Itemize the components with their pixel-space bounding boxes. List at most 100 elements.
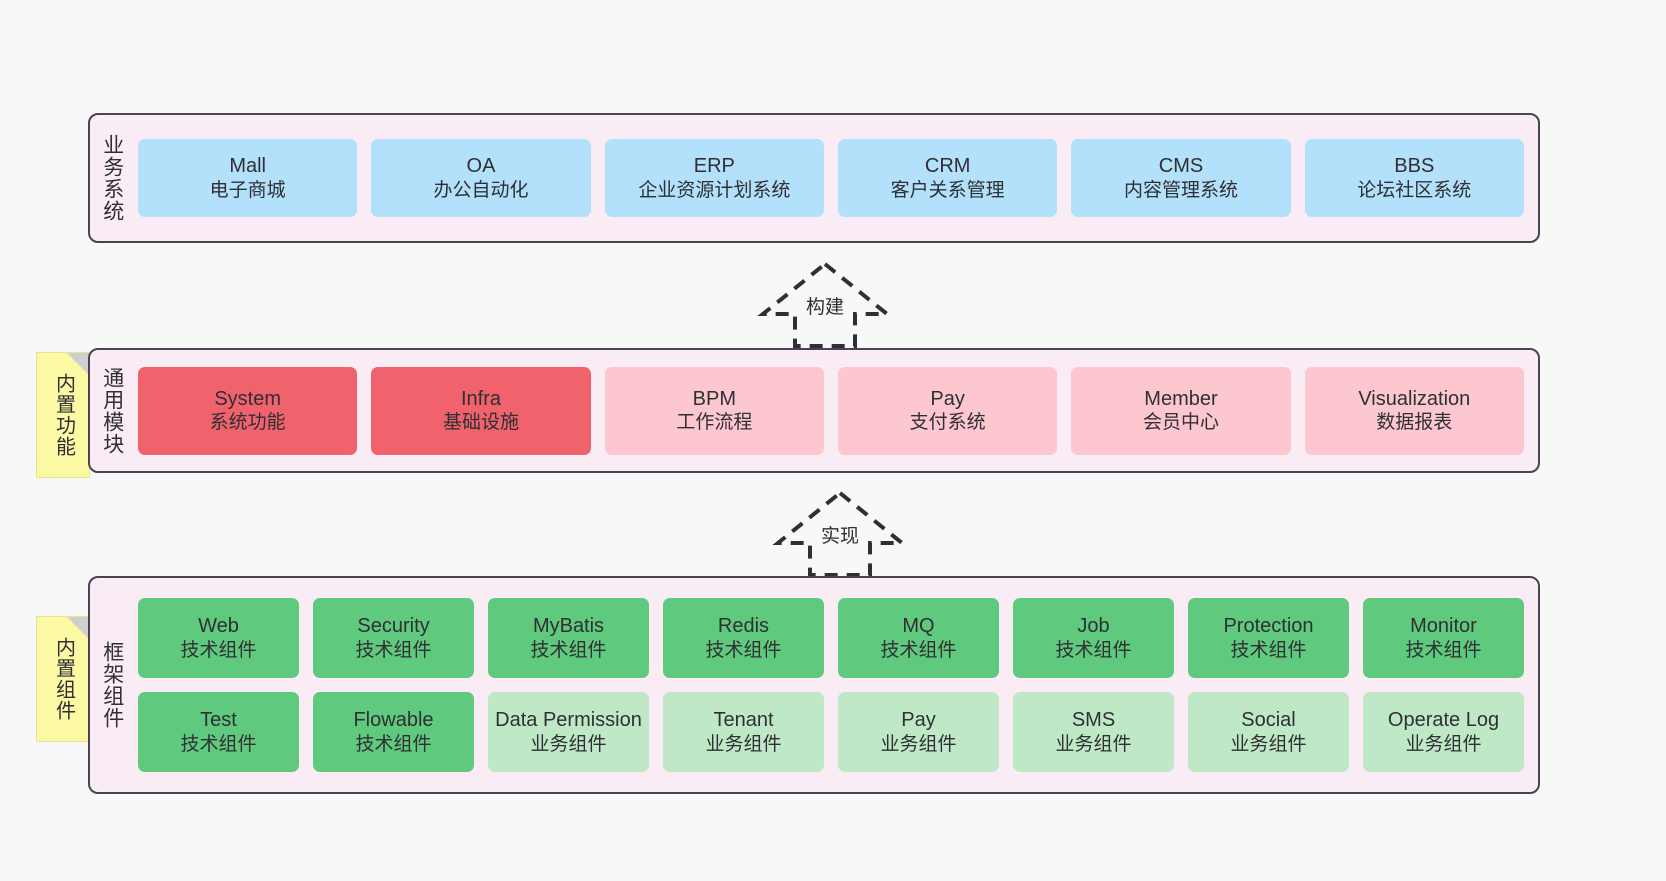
card-test-subtitle: 技术组件 bbox=[180, 733, 257, 755]
note-fold-icon bbox=[67, 353, 89, 375]
card-mybatis[interactable]: MyBatis 技术组件 bbox=[488, 598, 649, 678]
card-erp[interactable]: ERP 企业资源计划系统 bbox=[604, 139, 824, 217]
card-web[interactable]: Web 技术组件 bbox=[138, 598, 299, 678]
card-sms-title: SMS bbox=[1071, 709, 1116, 732]
card-mq-title: MQ bbox=[902, 615, 935, 638]
card-bpm-title: BPM bbox=[692, 387, 736, 410]
card-member[interactable]: Member 会员中心 bbox=[1071, 366, 1291, 455]
card-pay-component[interactable]: Pay 业务组件 bbox=[838, 692, 999, 772]
note-builtin-function-label: 内置功能 bbox=[52, 373, 75, 457]
card-operate-log[interactable]: Operate Log 业务组件 bbox=[1363, 692, 1524, 772]
card-crm[interactable]: CRM 客户关系管理 bbox=[837, 139, 1058, 217]
card-oa[interactable]: OA 办公自动化 bbox=[371, 139, 591, 217]
card-flowable[interactable]: Flowable 技术组件 bbox=[313, 692, 474, 772]
arrow-implement-label: 实现 bbox=[820, 526, 859, 547]
card-tenant[interactable]: Tenant 业务组件 bbox=[663, 692, 824, 772]
card-visualization[interactable]: Visualization 数据报表 bbox=[1304, 366, 1524, 455]
framework-business-row: Test 技术组件 Flowable 技术组件 Data Permission … bbox=[138, 692, 1524, 772]
card-job[interactable]: Job 技术组件 bbox=[1013, 598, 1174, 678]
layer-business-system-label: 业务系统 bbox=[100, 134, 124, 222]
card-system[interactable]: System 系统功能 bbox=[138, 366, 358, 455]
layer-common-module-cards: System 系统功能 Infra 基础设施 BPM 工作流程 Pay 支付系统… bbox=[134, 350, 1538, 471]
layer-framework-component-cards: Web 技术组件 Security 技术组件 MyBatis 技术组件 Redi… bbox=[134, 578, 1538, 792]
card-operate-log-subtitle: 业务组件 bbox=[1405, 733, 1482, 755]
card-test[interactable]: Test 技术组件 bbox=[138, 692, 299, 772]
card-flowable-title: Flowable bbox=[353, 709, 434, 732]
card-mybatis-title: MyBatis bbox=[532, 615, 605, 638]
card-pay-component-subtitle: 业务组件 bbox=[880, 733, 957, 755]
card-cms-title: CMS bbox=[1158, 155, 1204, 178]
card-job-subtitle: 技术组件 bbox=[1055, 639, 1132, 661]
card-monitor[interactable]: Monitor 技术组件 bbox=[1363, 598, 1524, 678]
card-protection[interactable]: Protection 技术组件 bbox=[1188, 598, 1349, 678]
card-social[interactable]: Social 业务组件 bbox=[1188, 692, 1349, 772]
card-security-subtitle: 技术组件 bbox=[355, 639, 432, 661]
card-data-permission[interactable]: Data Permission 业务组件 bbox=[488, 692, 649, 772]
card-redis-subtitle: 技术组件 bbox=[705, 639, 782, 661]
card-web-title: Web bbox=[198, 615, 239, 638]
card-erp-subtitle: 企业资源计划系统 bbox=[638, 179, 791, 201]
card-visualization-title: Visualization bbox=[1358, 387, 1471, 410]
card-pay-module-subtitle: 支付系统 bbox=[909, 412, 986, 434]
card-system-title: System bbox=[214, 387, 281, 410]
card-operate-log-title: Operate Log bbox=[1387, 709, 1500, 732]
card-pay-module[interactable]: Pay 支付系统 bbox=[837, 366, 1058, 455]
card-mall-title: Mall bbox=[229, 155, 266, 178]
card-pay-module-title: Pay bbox=[930, 387, 965, 410]
card-test-title: Test bbox=[200, 709, 237, 732]
card-visualization-subtitle: 数据报表 bbox=[1376, 412, 1453, 434]
card-protection-title: Protection bbox=[1223, 615, 1314, 638]
framework-tech-row: Web 技术组件 Security 技术组件 MyBatis 技术组件 Redi… bbox=[138, 598, 1524, 678]
card-tenant-subtitle: 业务组件 bbox=[705, 733, 782, 755]
card-tenant-title: Tenant bbox=[713, 709, 774, 732]
card-bbs-subtitle: 论坛社区系统 bbox=[1357, 179, 1472, 201]
card-pay-component-title: Pay bbox=[901, 709, 936, 732]
card-mq[interactable]: MQ 技术组件 bbox=[838, 598, 999, 678]
card-erp-title: ERP bbox=[693, 155, 735, 178]
card-oa-subtitle: 办公自动化 bbox=[433, 179, 529, 201]
layer-framework-component-label: 框架组件 bbox=[100, 641, 124, 729]
card-web-subtitle: 技术组件 bbox=[180, 639, 257, 661]
card-monitor-title: Monitor bbox=[1410, 615, 1477, 638]
card-security[interactable]: Security 技术组件 bbox=[313, 598, 474, 678]
card-member-subtitle: 会员中心 bbox=[1142, 412, 1219, 434]
note-builtin-component-label: 内置组件 bbox=[52, 637, 75, 721]
card-monitor-subtitle: 技术组件 bbox=[1405, 639, 1482, 661]
card-protection-subtitle: 技术组件 bbox=[1230, 639, 1307, 661]
note-fold-icon bbox=[67, 617, 89, 639]
card-flowable-subtitle: 技术组件 bbox=[355, 733, 432, 755]
card-cms-subtitle: 内容管理系统 bbox=[1123, 179, 1238, 201]
card-infra[interactable]: Infra 基础设施 bbox=[371, 366, 591, 455]
card-mybatis-subtitle: 技术组件 bbox=[530, 639, 607, 661]
card-infra-subtitle: 基础设施 bbox=[442, 412, 519, 434]
card-mall-subtitle: 电子商城 bbox=[209, 179, 286, 201]
card-member-title: Member bbox=[1144, 387, 1218, 410]
card-infra-title: Infra bbox=[460, 387, 501, 410]
arrow-build: 构建 bbox=[745, 258, 905, 348]
card-mq-subtitle: 技术组件 bbox=[880, 639, 957, 661]
layer-common-module: 通用模块 System 系统功能 Infra 基础设施 BPM 工作流程 Pay… bbox=[88, 348, 1540, 473]
card-crm-subtitle: 客户关系管理 bbox=[890, 179, 1005, 201]
card-system-subtitle: 系统功能 bbox=[209, 412, 286, 434]
card-bpm[interactable]: BPM 工作流程 bbox=[604, 366, 824, 455]
card-bbs-title: BBS bbox=[1394, 155, 1435, 178]
card-crm-title: CRM bbox=[924, 155, 971, 178]
card-cms[interactable]: CMS 内容管理系统 bbox=[1071, 139, 1291, 217]
card-social-subtitle: 业务组件 bbox=[1230, 733, 1307, 755]
arrow-build-label: 构建 bbox=[805, 297, 844, 318]
layer-common-module-label: 通用模块 bbox=[100, 366, 124, 455]
layer-business-system: 业务系统 Mall 电子商城 OA 办公自动化 ERP 企业资源计划系统 CRM… bbox=[88, 113, 1540, 243]
card-mall[interactable]: Mall 电子商城 bbox=[138, 139, 358, 217]
card-security-title: Security bbox=[357, 615, 430, 638]
card-redis[interactable]: Redis 技术组件 bbox=[663, 598, 824, 678]
note-builtin-function: 内置功能 bbox=[36, 352, 90, 478]
card-data-permission-subtitle: 业务组件 bbox=[530, 733, 607, 755]
card-bbs[interactable]: BBS 论坛社区系统 bbox=[1304, 139, 1524, 217]
card-bpm-subtitle: 工作流程 bbox=[676, 412, 753, 434]
card-redis-title: Redis bbox=[717, 615, 770, 638]
card-sms[interactable]: SMS 业务组件 bbox=[1013, 692, 1174, 772]
card-social-title: Social bbox=[1241, 709, 1296, 732]
card-job-title: Job bbox=[1077, 615, 1110, 638]
arrow-implement: 实现 bbox=[760, 487, 920, 577]
layer-business-system-cards: Mall 电子商城 OA 办公自动化 ERP 企业资源计划系统 CRM 客户关系… bbox=[134, 115, 1538, 241]
